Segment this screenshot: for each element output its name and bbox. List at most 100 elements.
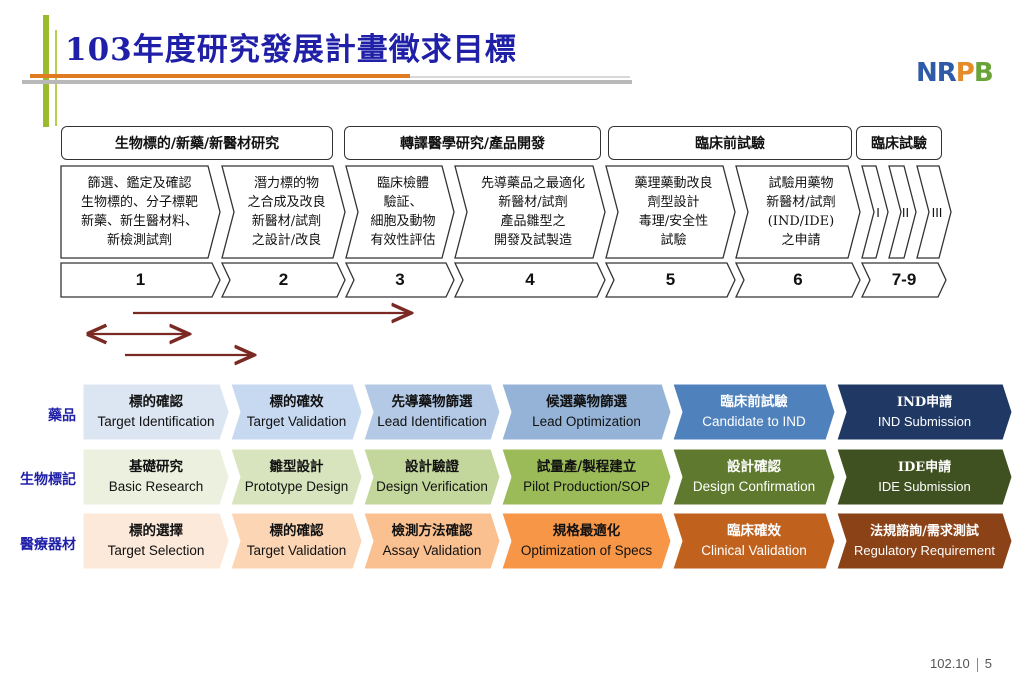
process-step-chevron <box>836 383 1013 441</box>
description-chevron <box>221 165 346 259</box>
process-step-title-zh: 標的選擇 <box>129 523 183 539</box>
description-chevron <box>454 165 606 259</box>
stage-description: I <box>876 204 880 220</box>
stage-description: 篩選、鑑定及確認 生物標的、分子標靶 新藥、新生醫材料、 新檢測試劑 <box>80 176 198 248</box>
slide-date: 102.10 <box>930 656 970 671</box>
process-step-title-zh: IND申請 <box>896 395 953 410</box>
row-label-drug: 藥品 <box>48 408 76 424</box>
process-step-title-zh: 基礎研究 <box>129 459 183 475</box>
description-chevron <box>605 165 736 259</box>
process-step-chevron <box>363 512 501 570</box>
process-step-title-zh: 雛型設計 <box>269 459 324 475</box>
row-label-device: 醫療器材 <box>20 537 76 553</box>
process-step: 臨床確效 Clinical Validation <box>675 513 833 569</box>
process-step-title-zh: 設計驗證 <box>405 459 459 475</box>
stage-number-chevron <box>860 262 947 298</box>
process-step: 基礎研究 Basic Research <box>85 449 227 505</box>
process-step-chevron <box>836 448 1013 506</box>
stage-number-chevron <box>604 262 736 298</box>
description-chevron <box>861 165 889 259</box>
process-step-chevron <box>501 448 672 506</box>
process-step: 臨床前試驗 Candidate to IND <box>675 384 833 440</box>
process-step-chevron <box>82 512 230 570</box>
process-step-chevron <box>672 383 836 441</box>
process-step-title-zh: 檢測方法確認 <box>391 523 473 539</box>
process-step-title-zh: 臨床前試驗 <box>720 394 788 410</box>
process-step-title-zh: 規格最適化 <box>552 523 621 539</box>
process-step: 候選藥物篩選 Lead Optimization <box>504 384 669 440</box>
description-chevron <box>916 165 952 259</box>
process-step-title-en: Target Selection <box>107 543 205 558</box>
nrpb-logo: NRPB <box>916 58 994 88</box>
process-step-title-zh: 標的確認 <box>269 523 324 539</box>
process-step-chevron <box>230 383 363 441</box>
process-step-title-en: Prototype Design <box>244 479 349 494</box>
stage-number: 3 <box>395 270 405 289</box>
stage-description: III <box>931 204 943 220</box>
stage-number-chevron <box>60 262 221 298</box>
stage-description: 先導藥品之最適化 新醫材/試劑 產品雛型之 開發及試製造 <box>480 176 585 248</box>
description-chevron <box>735 165 861 259</box>
stage-description: II <box>901 204 910 220</box>
process-step-chevron <box>363 383 501 441</box>
description-chevron <box>345 165 455 259</box>
process-step: 先導藥物篩選 Lead Identification <box>366 384 498 440</box>
process-step-title-en: Target Validation <box>246 543 347 558</box>
process-step: 雛型設計 Prototype Design <box>233 449 360 505</box>
title-accent-bar-thin <box>55 30 57 126</box>
stage-number-chevron <box>453 262 606 298</box>
title-accent-bar <box>43 15 49 127</box>
stage-header-translational: 轉譯醫學研究/產品開發 <box>344 126 601 160</box>
process-step-title-en: Clinical Validation <box>701 543 807 558</box>
title-underline-gray <box>22 80 632 84</box>
process-step-chevron <box>501 383 672 441</box>
process-step-title-en: Regulatory Requirement <box>854 543 995 558</box>
slide-page-number: 5 <box>984 656 992 671</box>
stage-number: 6 <box>793 270 803 289</box>
process-step-title-en: Candidate to IND <box>702 414 806 429</box>
process-step: IDE申請 IDE Submission <box>839 449 1010 505</box>
process-step-chevron <box>363 448 501 506</box>
row-label-biomarker: 生物標記 <box>20 472 76 488</box>
stage-description: 臨床檢體 驗証、 細胞及動物 有效性評估 <box>370 176 436 248</box>
page-title: 103年度研究發展計畫徵求目標 <box>65 32 517 68</box>
process-step-title-zh: 臨床確效 <box>727 523 781 539</box>
process-step-chevron <box>836 512 1013 570</box>
logo-text-p: P <box>955 58 975 88</box>
description-chevron <box>888 165 917 259</box>
process-step-chevron <box>672 512 836 570</box>
process-step-chevron <box>501 512 672 570</box>
process-step-title-zh: 先導藥物篩選 <box>391 394 473 410</box>
footer-divider <box>976 657 978 672</box>
process-step-title-en: Basic Research <box>108 479 204 494</box>
process-step-chevron <box>672 448 836 506</box>
stage-number: 4 <box>525 270 535 289</box>
process-step: 標的選擇 Target Selection <box>85 513 227 569</box>
process-step-title-en: Assay Validation <box>382 543 482 558</box>
logo-text-b: B <box>973 58 994 88</box>
process-step-title-en: Lead Optimization <box>532 414 641 429</box>
process-step-title-zh: 試量產/製程建立 <box>536 459 637 475</box>
process-step-title-en: Target Identification <box>97 414 215 429</box>
stage-number: 1 <box>135 270 146 289</box>
slide-footer: 102.10 5 <box>930 656 992 672</box>
stage-header-preclinical: 臨床前試驗 <box>608 126 852 160</box>
process-step-chevron <box>230 448 363 506</box>
stage-number-chevron <box>220 262 346 298</box>
stage-description: 潛力標的物 之合成及改良 新醫材/試劑 之設計/改良 <box>247 176 326 248</box>
stage-description: 試驗用藥物 新醫材/試劑 (IND/IDE) 之申請 <box>766 176 836 248</box>
process-step-title-zh: IDE申請 <box>897 460 952 475</box>
process-step-title-en: Target Validation <box>246 414 347 429</box>
process-step-title-en: Lead Identification <box>377 414 487 429</box>
stage-number-chevron <box>344 262 455 298</box>
process-step-title-en: IDE Submission <box>878 479 971 494</box>
stage-number: 7-9 <box>891 270 917 289</box>
process-step-title-zh: 候選藥物篩選 <box>546 394 627 410</box>
process-step-chevron <box>82 383 230 441</box>
